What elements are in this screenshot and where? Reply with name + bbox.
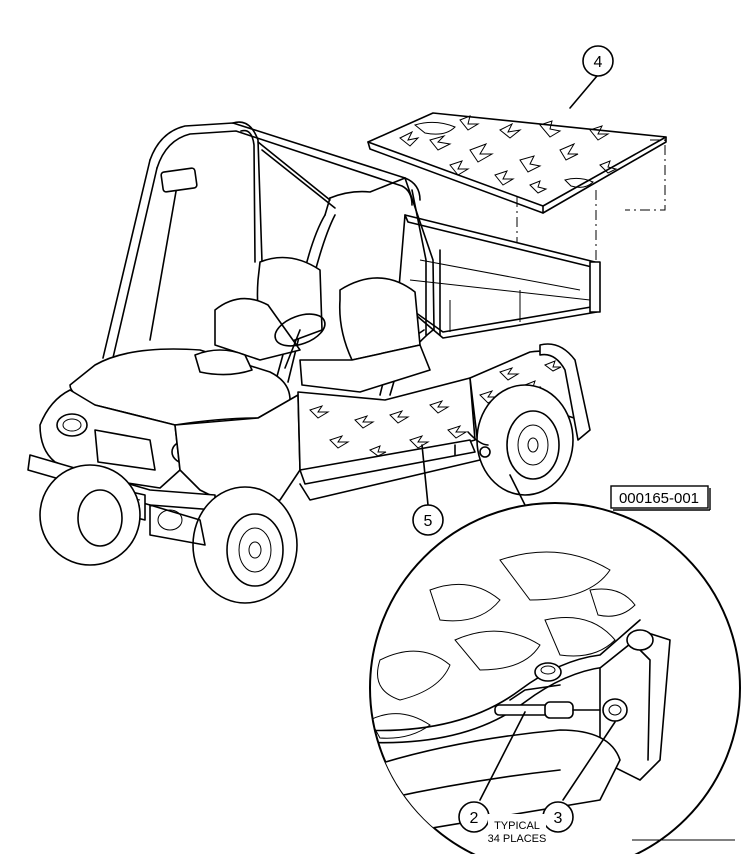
front-right-wheel [192, 486, 298, 604]
bed-cover-panel [367, 112, 667, 214]
callout-2-label: 2 [470, 810, 479, 827]
detail-note: TYPICAL 34 PLACES [488, 814, 547, 845]
detail-view [369, 502, 741, 859]
rear-right-wheel [476, 384, 574, 496]
callout-4-label: 4 [594, 54, 603, 71]
seats [214, 256, 431, 393]
figure-id-box: 000165-001 [610, 485, 711, 511]
detail-note-line1: TYPICAL [494, 820, 540, 832]
callout-3: 3 [542, 801, 574, 833]
front-left-wheel [39, 464, 141, 566]
front-suspension [149, 504, 206, 546]
callout-3-label: 3 [554, 810, 563, 827]
detail-note-line2: 34 PLACES [488, 833, 547, 845]
figure-id: 000165-001 [619, 490, 699, 507]
cargo-bed [397, 214, 601, 339]
callout-2: 2 [458, 801, 490, 833]
callout-5: 5 [412, 444, 444, 536]
callout-5-label: 5 [424, 513, 433, 530]
callout-4: 4 [569, 45, 614, 109]
